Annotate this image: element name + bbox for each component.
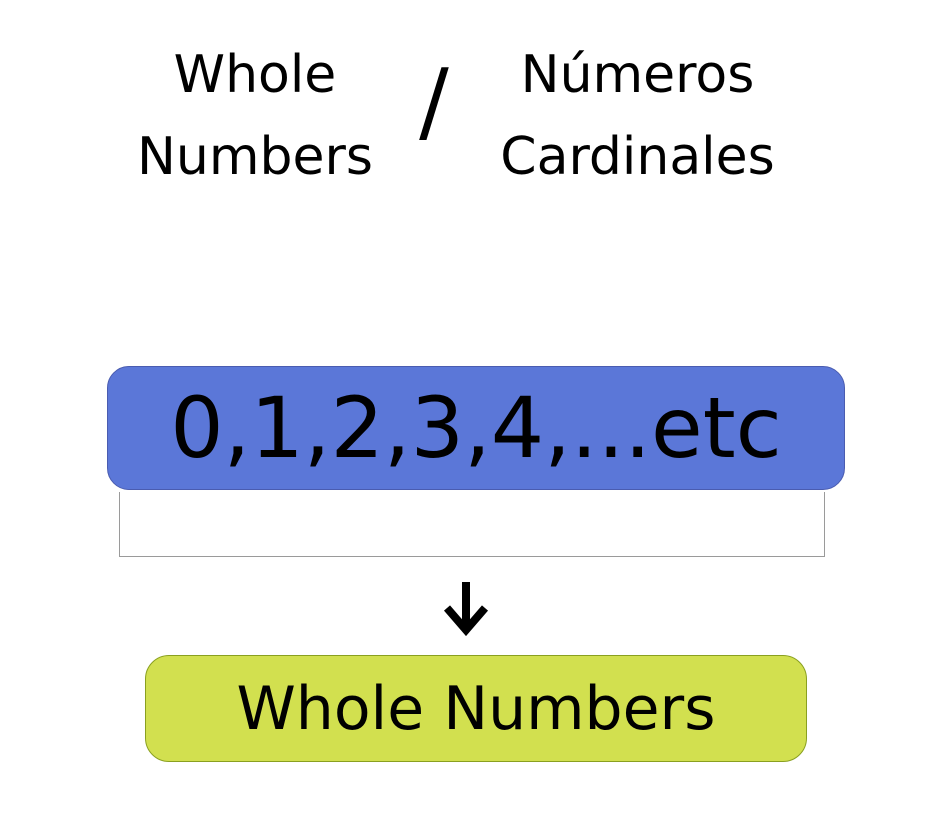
title-separator: /: [419, 50, 449, 153]
down-arrow-icon: [443, 582, 489, 637]
result-text: Whole Numbers: [236, 673, 716, 744]
numbers-text: 0,1,2,3,4,...etc: [170, 379, 782, 477]
numbers-box: 0,1,2,3,4,...etc: [107, 366, 845, 490]
title-english-line-1: Whole: [173, 45, 337, 105]
title-english-line-2: Numbers: [137, 127, 373, 187]
grouping-bracket: [119, 492, 825, 557]
result-box: Whole Numbers: [145, 655, 807, 762]
title-spanish: Números Cardinales: [470, 34, 805, 198]
title-spanish-line-1: Números: [520, 45, 755, 105]
title-spanish-line-2: Cardinales: [500, 127, 775, 187]
title-english: Whole Numbers: [120, 34, 390, 198]
